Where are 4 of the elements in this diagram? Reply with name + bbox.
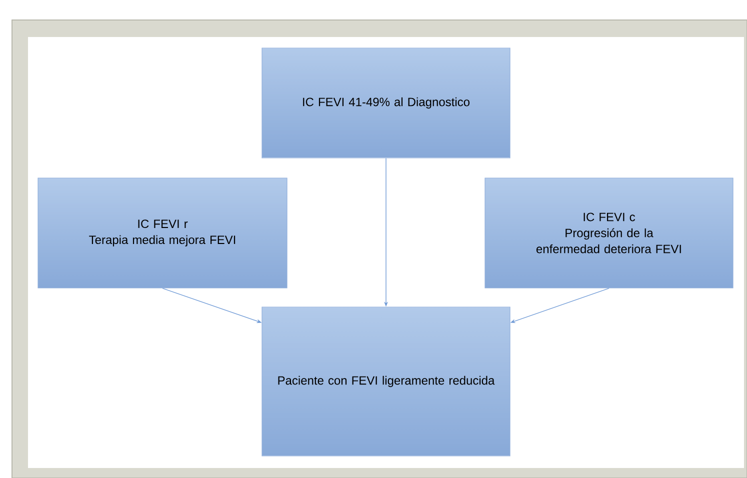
process-box: IC FEVI r Terapia media mejora FEVI [38, 178, 288, 288]
process-box: IC FEVI c Progresión de la enfermedad deteriora FEVI [484, 178, 734, 288]
process-box: IC FEVI 41-49% al Diagnostico [262, 48, 510, 158]
process-box: Paciente con FEVI ligeramente reducida [262, 306, 510, 456]
